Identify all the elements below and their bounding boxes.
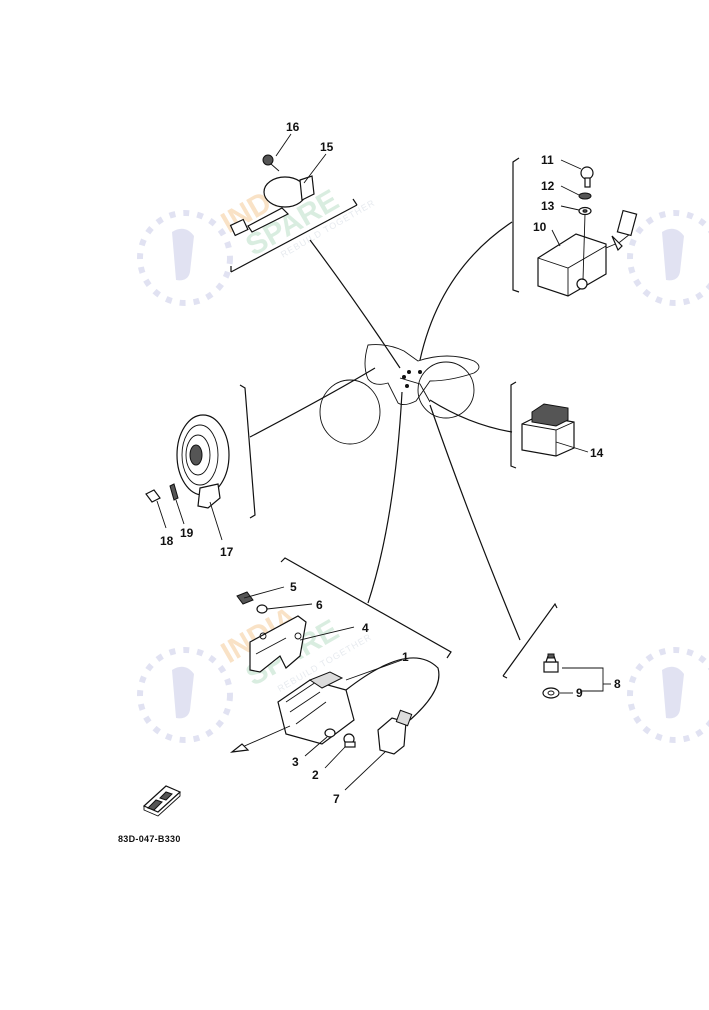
group-ignition-coil: 5 6 4 1 3 2 7 bbox=[229, 557, 452, 806]
part-12-washer bbox=[578, 192, 592, 200]
part-10-relay bbox=[537, 209, 638, 297]
label-16: 16 bbox=[286, 120, 300, 134]
part-5-bolt bbox=[236, 586, 285, 605]
watermark-logo-icon-left-bottom bbox=[137, 647, 233, 743]
part-14-rectifier bbox=[521, 403, 575, 457]
watermark-logo-icon-left-top bbox=[137, 210, 233, 306]
part-15-holder bbox=[229, 175, 315, 237]
group-horn-left: 18 19 17 bbox=[145, 384, 256, 559]
label-18: 18 bbox=[160, 534, 174, 548]
diagram-code: 83D-047-B330 bbox=[118, 834, 181, 844]
label-5: 5 bbox=[290, 580, 297, 594]
watermark-logo-icon-right-top bbox=[627, 210, 709, 306]
leader-16 bbox=[275, 133, 292, 157]
label-12: 12 bbox=[541, 179, 555, 193]
part-18-bolt bbox=[145, 489, 167, 529]
label-7: 7 bbox=[333, 792, 340, 806]
label-1: 1 bbox=[402, 650, 409, 664]
diagram-reference-icon bbox=[142, 785, 182, 817]
label-10: 10 bbox=[533, 220, 547, 234]
part-16-bolt bbox=[262, 154, 280, 172]
label-13: 13 bbox=[541, 199, 555, 213]
watermark-logo-icon-right-bottom bbox=[627, 647, 709, 743]
part-19-washer bbox=[169, 483, 185, 525]
label-11: 11 bbox=[541, 153, 554, 167]
part-13-washer bbox=[578, 206, 592, 216]
part-6-washer bbox=[256, 603, 313, 614]
label-4: 4 bbox=[362, 621, 369, 635]
label-15: 15 bbox=[320, 140, 334, 154]
label-3: 3 bbox=[292, 755, 299, 769]
leader-lines bbox=[249, 221, 521, 641]
group-holder-top-left: 16 15 bbox=[229, 120, 358, 273]
group-relay-top-right: 11 12 13 10 bbox=[512, 153, 638, 297]
part-2-screw bbox=[343, 733, 356, 748]
label-17: 17 bbox=[220, 545, 234, 559]
watermark-text-top: INDIA SPARE REBUILD TOGETHER bbox=[216, 170, 377, 262]
label-9: 9 bbox=[576, 686, 583, 700]
part-9-gasket bbox=[542, 687, 560, 699]
label-19: 19 bbox=[180, 526, 194, 540]
part-7-plug-cap bbox=[377, 709, 413, 755]
part-4-bracket bbox=[249, 615, 307, 673]
part-8-switch bbox=[543, 653, 559, 673]
leader-15 bbox=[303, 153, 327, 184]
group-rectifier-right: 14 bbox=[510, 381, 604, 469]
part-3-washer bbox=[324, 728, 336, 738]
part-11-screw bbox=[580, 166, 594, 188]
label-8: 8 bbox=[614, 677, 621, 691]
label-6: 6 bbox=[316, 598, 323, 612]
part-17-horn bbox=[176, 414, 230, 509]
motorcycle-silhouette bbox=[319, 344, 480, 445]
label-14: 14 bbox=[590, 446, 604, 460]
group-neutral-switch: 8 9 bbox=[502, 602, 621, 700]
label-2: 2 bbox=[312, 768, 319, 782]
